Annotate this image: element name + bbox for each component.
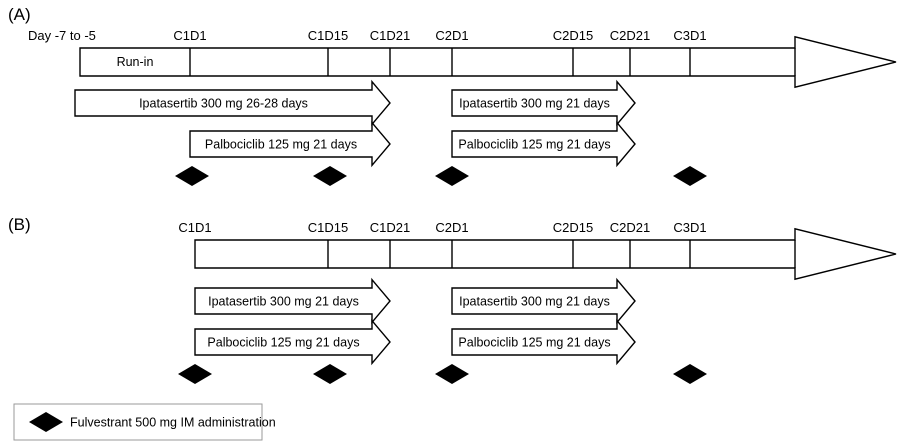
ipatasertib-bar-cycle2 — [451, 277, 636, 325]
palbociclib-bar-cycle2-label: Palbociclib 125 mg 21 days — [458, 336, 610, 350]
tick-label-c1d1: C1D1 — [173, 28, 206, 43]
panel-b: (B) C1D1 C1D15 C1D21 C2D1 C2D15 C2D21 C3D1Ipata… — [8, 215, 897, 384]
ipatasertib-bar-cycle1 — [194, 277, 391, 325]
tick-label-c1d15: C1D15 — [308, 220, 348, 235]
legend-label: Fulvestrant 500 mg IM administration — [70, 416, 276, 430]
run-in-label: Run-in — [117, 55, 154, 69]
fulvestrant-marker — [313, 364, 347, 384]
cycle-timeline-a — [79, 35, 897, 89]
ipatasertib-bar-cycle2 — [451, 79, 636, 127]
panel-label-a: (A) — [8, 5, 31, 24]
palbociclib-bar-cycle1 — [189, 120, 391, 168]
tick-label-c1d1: C1D1 — [178, 220, 211, 235]
palbociclib-bar-cycle2 — [451, 318, 636, 366]
fulvestrant-marker — [313, 166, 347, 186]
ipatasertib-bar-cycle1 — [74, 79, 391, 127]
cycle-timeline-b — [194, 227, 897, 281]
fulvestrant-marker — [435, 166, 469, 186]
tick-label-c2d21: C2D21 — [610, 220, 650, 235]
tick-label-c1d21: C1D21 — [370, 28, 410, 43]
tick-label-day-7-to-5: Day -7 to -5 — [28, 28, 96, 43]
tick-label-c1d15: C1D15 — [308, 28, 348, 43]
fulvestrant-marker — [673, 166, 707, 186]
figure-legend: Fulvestrant 500 mg IM administration — [13, 403, 276, 441]
tick-label-c3d1: C3D1 — [673, 220, 706, 235]
ipatasertib-bar-cycle1-label: Ipatasertib 300 mg 26-28 days — [139, 97, 308, 111]
tick-label-c2d1: C2D1 — [435, 28, 468, 43]
panel-label-b: (B) — [8, 215, 31, 234]
tick-label-c2d15: C2D15 — [553, 28, 593, 43]
tick-label-c2d21: C2D21 — [610, 28, 650, 43]
palbociclib-bar-cycle2 — [451, 120, 636, 168]
ipatasertib-bar-cycle1-label: Ipatasertib 300 mg 21 days — [208, 295, 359, 309]
palbociclib-bar-cycle1-label: Palbociclib 125 mg 21 days — [205, 138, 357, 152]
tick-label-c2d15: C2D15 — [553, 220, 593, 235]
fulvestrant-legend-diamond — [29, 412, 63, 432]
tick-label-c1d21: C1D21 — [370, 220, 410, 235]
legend-box — [13, 403, 263, 441]
fulvestrant-marker — [673, 364, 707, 384]
palbociclib-bar-cycle1 — [194, 318, 391, 366]
tick-label-c3d1: C3D1 — [673, 28, 706, 43]
fulvestrant-marker — [435, 364, 469, 384]
fulvestrant-marker — [178, 364, 212, 384]
panel-a: (A) Day -7 to -5 C1D1 C1D15 C1D21 C2D1 C2D15 C2… — [8, 5, 897, 186]
palbociclib-bar-cycle2-label: Palbociclib 125 mg 21 days — [458, 138, 610, 152]
ipatasertib-bar-cycle2-label: Ipatasertib 300 mg 21 days — [459, 97, 610, 111]
fulvestrant-marker — [175, 166, 209, 186]
palbociclib-bar-cycle1-label: Palbociclib 125 mg 21 days — [207, 336, 359, 350]
ipatasertib-bar-cycle2-label: Ipatasertib 300 mg 21 days — [459, 295, 610, 309]
tick-label-c2d1: C2D1 — [435, 220, 468, 235]
